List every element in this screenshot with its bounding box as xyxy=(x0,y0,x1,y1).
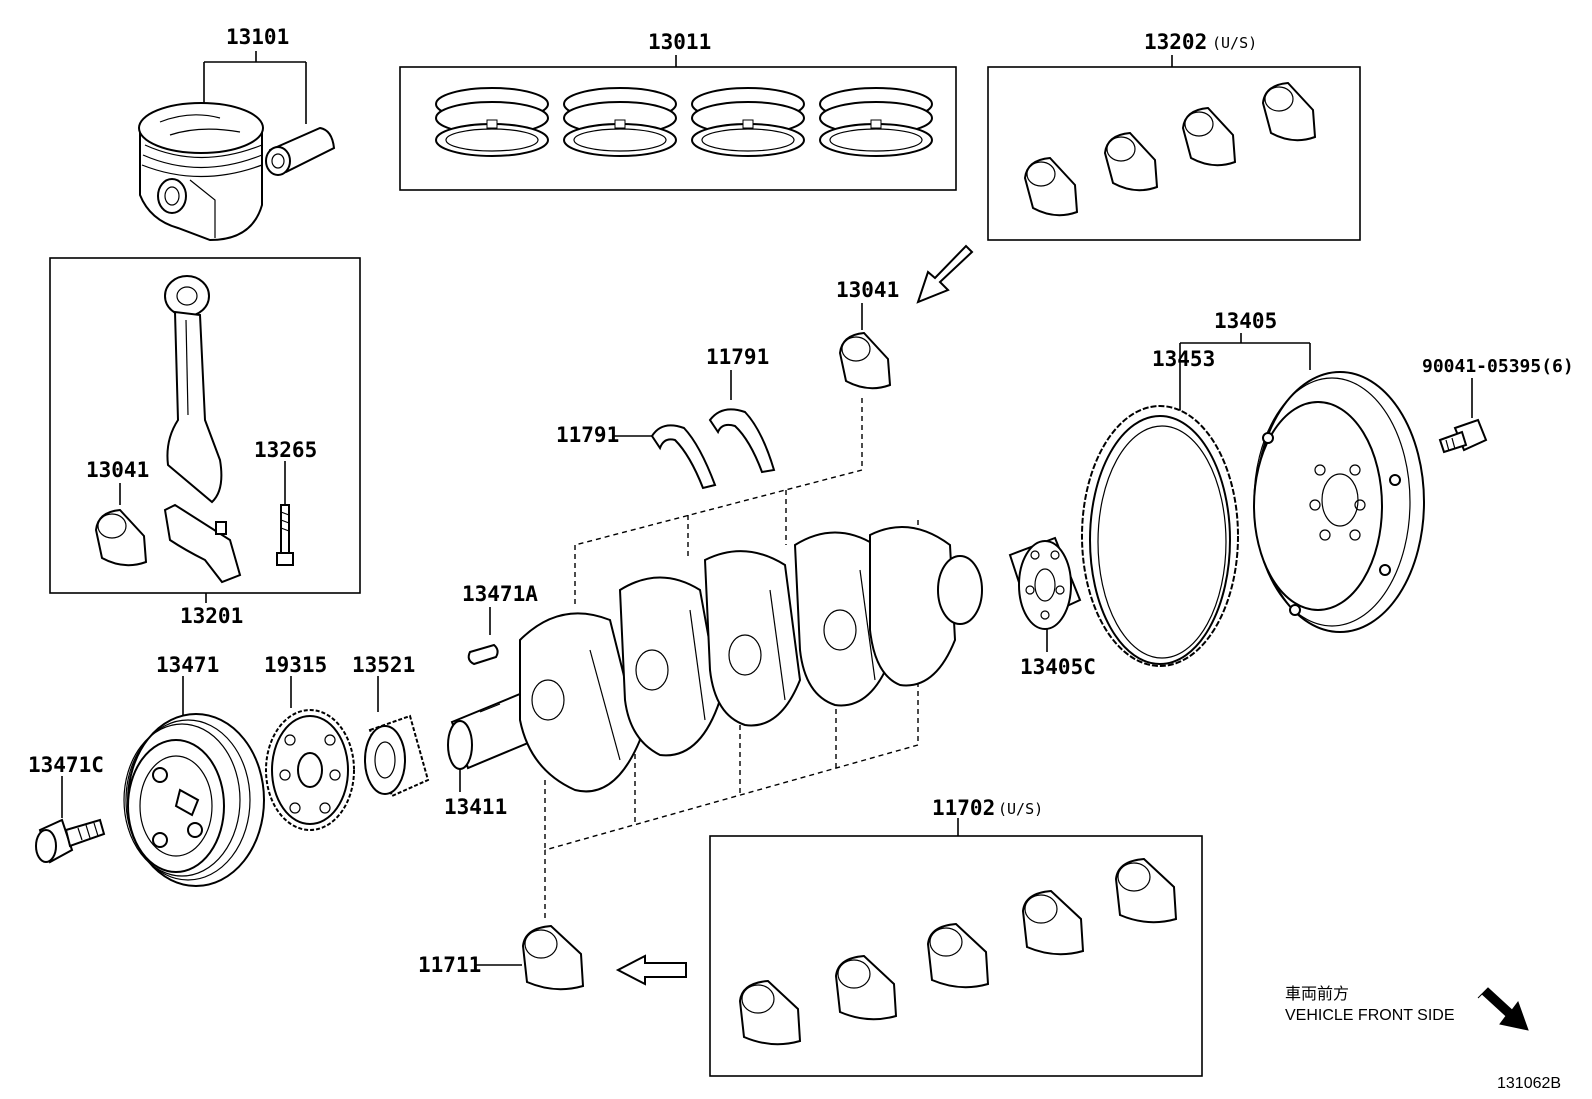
vehicle-front-jp: 車両前方 xyxy=(1285,985,1349,1003)
callout-11702-us: (U/S) xyxy=(998,800,1043,818)
box-connecting-rod-sub-assy xyxy=(49,257,361,594)
callout-11702: 11702 xyxy=(932,796,995,820)
flywheel xyxy=(1253,371,1425,633)
vehicle-front-en: VEHICLE FRONT SIDE xyxy=(1285,1007,1455,1024)
callout-13521: 13521 xyxy=(352,653,415,677)
callout-13453: 13453 xyxy=(1152,347,1215,371)
ring-stack-1 xyxy=(435,87,549,157)
ring-stack-4 xyxy=(819,87,933,157)
timing-sprocket xyxy=(265,709,355,831)
crank-bearing-single xyxy=(521,924,585,991)
callout-13405c: 13405C xyxy=(1020,655,1096,679)
pulley-bolt xyxy=(35,818,106,864)
left-arrow xyxy=(615,954,687,986)
flywheel-plate xyxy=(1008,536,1082,630)
piston xyxy=(138,102,264,242)
flywheel-bolt xyxy=(1438,418,1488,454)
crankshaft-timing-gear xyxy=(364,714,430,798)
piston-pin xyxy=(265,126,336,176)
callout-13471c: 13471C xyxy=(28,753,104,777)
vehicle-front-arrow-icon xyxy=(1477,987,1529,1031)
callout-11791-upper: 11791 xyxy=(706,345,769,369)
ring-gear xyxy=(1081,405,1239,667)
callout-13201: 13201 xyxy=(180,604,243,628)
callout-90041-05395: 90041-05395(6) xyxy=(1422,356,1574,377)
ring-stack-2 xyxy=(563,87,677,157)
callout-13471: 13471 xyxy=(156,653,219,677)
conrod-bearing-top xyxy=(838,331,892,390)
callout-13041-top: 13041 xyxy=(836,278,899,302)
callout-19315: 19315 xyxy=(264,653,327,677)
callout-13011: 13011 xyxy=(648,30,711,54)
callout-13041-box: 13041 xyxy=(86,458,149,482)
callout-11791-left: 11791 xyxy=(556,423,619,447)
thrust-washer-right xyxy=(708,408,776,474)
callout-13405: 13405 xyxy=(1214,309,1277,333)
callout-11711: 11711 xyxy=(418,953,481,977)
box-crank-bearing-set xyxy=(709,835,1203,1077)
callout-13265: 13265 xyxy=(254,438,317,462)
conrod-bolt xyxy=(276,504,294,566)
box-conrod-bearing-set xyxy=(987,66,1361,241)
orientation-note: 車両前方 VEHICLE FRONT SIDE xyxy=(1285,985,1455,1024)
conrod-cap xyxy=(163,503,242,584)
callout-13202: 13202 xyxy=(1144,30,1207,54)
conrod-bearing-in-box xyxy=(94,508,148,567)
woodruff-key xyxy=(467,643,499,666)
down-left-arrow xyxy=(916,244,974,304)
crankshaft xyxy=(447,526,983,793)
piston-rings xyxy=(435,87,933,157)
ring-stack-3 xyxy=(691,87,805,157)
callout-13101: 13101 xyxy=(226,25,289,49)
figure-code: 131062B xyxy=(1497,1075,1561,1092)
callout-13202-us: (U/S) xyxy=(1212,34,1257,52)
crank-bearing-shells xyxy=(738,857,1178,1046)
callout-labels: 13101 13011 13202 (U/S) 13041 13405 1345… xyxy=(28,25,1574,977)
conrod-bearing-shells xyxy=(1023,81,1317,217)
box-piston-ring-set xyxy=(399,66,957,191)
connecting-rod xyxy=(164,275,223,504)
callout-13411: 13411 xyxy=(444,795,507,819)
callout-13471a: 13471A xyxy=(462,582,538,606)
thrust-washer-left xyxy=(650,424,717,490)
crankshaft-pulley xyxy=(123,713,265,887)
leader-lines xyxy=(61,51,1473,966)
